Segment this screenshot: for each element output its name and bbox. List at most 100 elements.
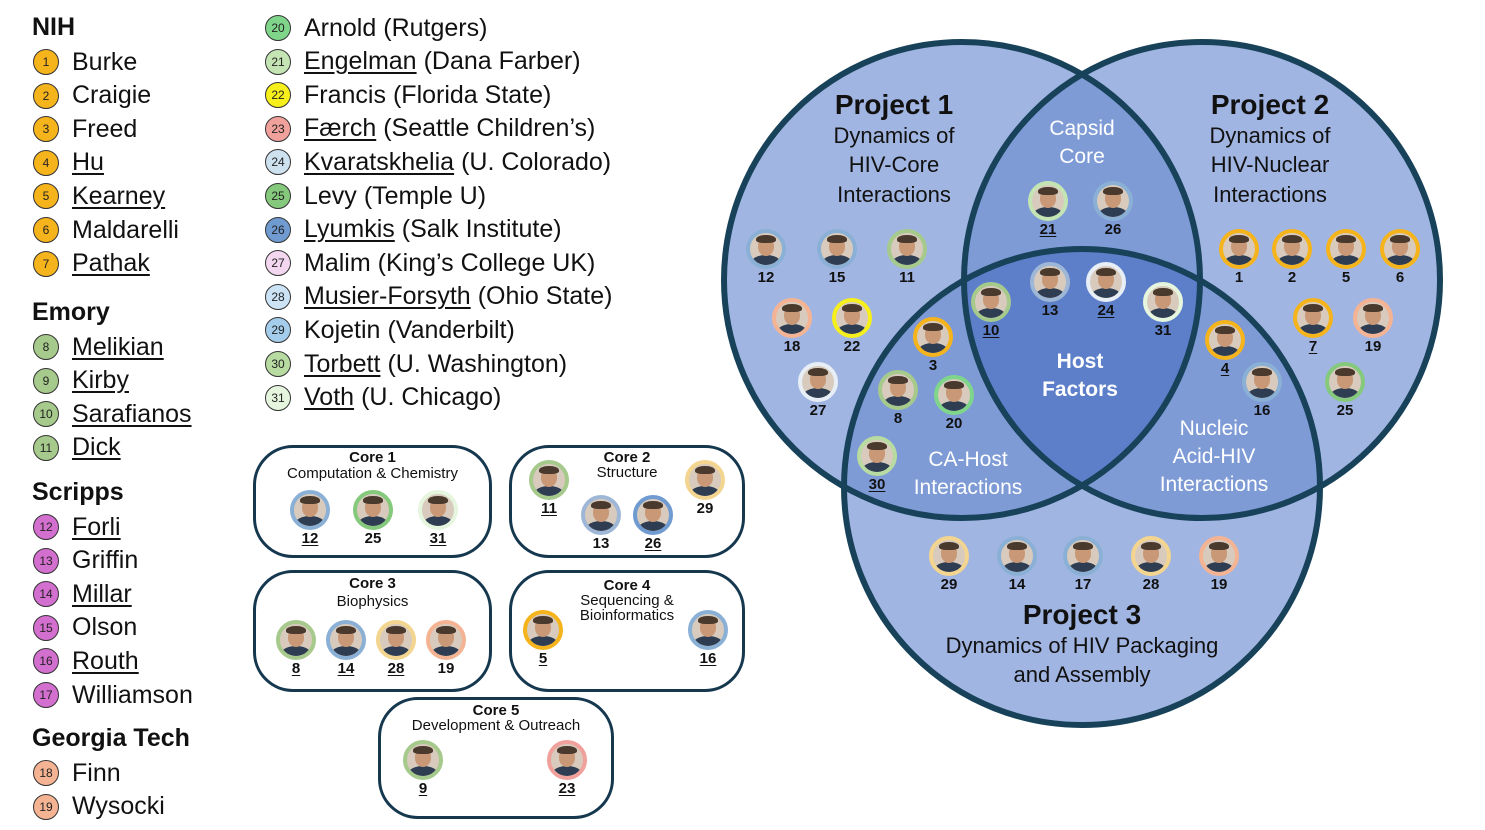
person-29: 29 bbox=[675, 460, 735, 517]
member-number-badge: 11 bbox=[33, 434, 59, 461]
person-photo bbox=[523, 610, 563, 650]
member-number-badge: 2 bbox=[33, 82, 59, 109]
person-number: 26 bbox=[1104, 221, 1122, 238]
member-name: Færch bbox=[304, 114, 377, 143]
person-photo bbox=[929, 536, 969, 576]
person-photo bbox=[878, 370, 918, 410]
institution-heading: Georgia Tech bbox=[32, 724, 190, 752]
person-17: 17 bbox=[1053, 536, 1113, 593]
person-photo bbox=[971, 282, 1011, 322]
person-number: 11 bbox=[899, 269, 915, 286]
member-name: Kojetin bbox=[304, 315, 381, 344]
person-photo bbox=[832, 298, 872, 338]
label-line: Interactions bbox=[1159, 472, 1269, 496]
person-number: 30 bbox=[868, 476, 886, 493]
member-affiliation: (U. Colorado) bbox=[461, 147, 612, 176]
member-number-badge: 8 bbox=[33, 334, 59, 360]
person-number: 7 bbox=[1308, 338, 1318, 355]
person-photo bbox=[547, 740, 587, 780]
person-number: 26 bbox=[644, 535, 662, 552]
project-title: Project 1 bbox=[834, 89, 954, 120]
member-name: Finn bbox=[72, 758, 121, 787]
member-number-badge: 25 bbox=[265, 183, 291, 209]
person-photo bbox=[1205, 320, 1245, 360]
institution-heading: Scripps bbox=[32, 478, 124, 506]
person-number: 10 bbox=[982, 322, 1000, 339]
person-22: 22 bbox=[822, 298, 882, 355]
member-name: Levy bbox=[304, 181, 357, 210]
member-name: Burke bbox=[72, 47, 138, 76]
person-18: 18 bbox=[762, 298, 822, 355]
person-14: 14 bbox=[987, 536, 1047, 593]
label-line: Interactions bbox=[913, 475, 1023, 499]
person-photo bbox=[376, 620, 416, 660]
person-16: 16 bbox=[1232, 362, 1292, 419]
person-number: 29 bbox=[696, 500, 714, 517]
person-photo bbox=[1131, 536, 1171, 576]
member-number-badge: 13 bbox=[33, 547, 59, 574]
core-subtitle: Structure bbox=[596, 464, 658, 481]
person-photo bbox=[1272, 229, 1312, 269]
person-number: 17 bbox=[1074, 576, 1092, 593]
member-number-badge: 9 bbox=[33, 367, 59, 394]
core-subtitle: Development & Outreach bbox=[411, 717, 581, 734]
label-line: and Assembly bbox=[1013, 662, 1151, 688]
person-photo bbox=[326, 620, 366, 660]
person-photo bbox=[1219, 229, 1259, 269]
member-number-badge: 20 bbox=[265, 15, 291, 41]
person-2: 2 bbox=[1262, 229, 1322, 286]
person-number: 5 bbox=[538, 650, 548, 667]
member-number-badge: 21 bbox=[265, 48, 291, 75]
member-number-badge: 6 bbox=[33, 217, 59, 243]
person-photo bbox=[403, 740, 443, 780]
member-number-badge: 18 bbox=[33, 760, 59, 786]
person-10: 10 bbox=[961, 282, 1021, 339]
person-number: 16 bbox=[699, 650, 717, 667]
member-name: Kirby bbox=[72, 366, 129, 395]
person-31: 31 bbox=[408, 490, 468, 547]
person-photo bbox=[1325, 362, 1365, 402]
person-28: 28 bbox=[1121, 536, 1181, 593]
member-number-badge: 27 bbox=[265, 250, 291, 277]
person-photo bbox=[1242, 362, 1282, 402]
person-number: 2 bbox=[1287, 269, 1297, 286]
person-1: 1 bbox=[1209, 229, 1269, 286]
person-number: 29 bbox=[940, 576, 958, 593]
person-29: 29 bbox=[919, 536, 979, 593]
label-line: Host bbox=[1056, 350, 1104, 373]
member-name: Hu bbox=[72, 148, 104, 177]
person-number: 5 bbox=[1341, 269, 1351, 286]
person-3: 3 bbox=[903, 317, 963, 374]
person-photo bbox=[934, 375, 974, 415]
core-subtitle: Biophysics bbox=[336, 593, 409, 610]
person-number: 6 bbox=[1395, 269, 1405, 286]
person-number: 25 bbox=[1336, 402, 1354, 419]
person-photo bbox=[913, 317, 953, 357]
person-24: 24 bbox=[1076, 262, 1136, 319]
person-14: 14 bbox=[316, 620, 376, 677]
person-4: 4 bbox=[1195, 320, 1255, 377]
member-name: Forli bbox=[72, 512, 121, 541]
person-number: 27 bbox=[809, 402, 827, 419]
label-line: Dynamics of HIV Packaging bbox=[945, 632, 1219, 658]
member-number-badge: 16 bbox=[33, 648, 59, 675]
member-number-badge: 12 bbox=[33, 514, 59, 540]
person-number: 3 bbox=[928, 357, 938, 374]
